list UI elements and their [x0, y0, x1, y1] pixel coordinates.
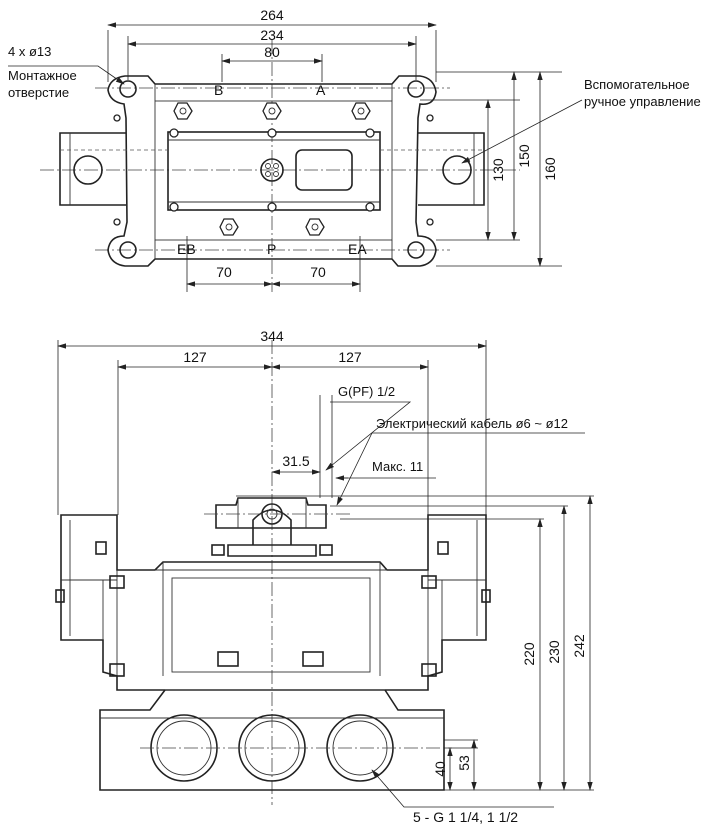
manual-override-button — [442, 155, 472, 185]
port-b-label: B — [214, 82, 223, 98]
dim-127-right: 127 — [338, 349, 362, 365]
dim-264: 264 — [260, 7, 284, 23]
front-view: 344 127 127 G(PF) 1/2 Электрический кабе… — [55, 328, 594, 825]
mount-hole-callout-line3: отверстие — [8, 85, 69, 100]
thread-label: G(PF) 1/2 — [338, 384, 395, 399]
port-a-label: A — [316, 82, 326, 98]
sub-base-outline — [99, 689, 445, 791]
mount-hole-callout-line2: Монтажное — [8, 68, 77, 83]
mount-hole-icon — [119, 80, 137, 98]
bolt-icon — [173, 102, 193, 120]
screw-icon — [365, 202, 375, 212]
connector-icon — [260, 158, 284, 182]
dim-234: 234 — [260, 27, 284, 43]
manual-override-callout-line1: Вспомогательное — [584, 77, 690, 92]
dim-344: 344 — [260, 328, 284, 344]
stud-icon — [217, 651, 239, 667]
dim-160: 160 — [542, 157, 558, 181]
mount-hole-icon — [119, 241, 137, 259]
left-solenoid-box — [59, 132, 126, 206]
dim-53: 53 — [456, 755, 472, 771]
bolt-icon — [305, 218, 325, 236]
port-p-label: P — [267, 241, 276, 257]
front-body-outline — [60, 514, 487, 691]
dim-230: 230 — [546, 640, 562, 664]
top-view: B A EB P EA 264 234 80 70 70 130 150 160… — [8, 7, 701, 292]
mount-hole-callout-line1: 4 x ø13 — [8, 44, 51, 59]
dim-242: 242 — [571, 634, 587, 658]
dim-220: 220 — [521, 642, 537, 666]
electrical-connector — [252, 509, 292, 545]
mount-hole-icon — [407, 241, 425, 259]
manual-override-callout-line2: ручное управление — [584, 94, 701, 109]
bolt-icon — [351, 102, 371, 120]
front-cover-plate — [171, 577, 371, 673]
screw-icon — [365, 128, 375, 138]
bolt-icon — [262, 102, 282, 120]
screw-icon — [169, 128, 179, 138]
port-eb-label: EB — [177, 241, 196, 257]
screw-icon — [267, 202, 277, 212]
ports-label: 5 - G 1 1/4, 1 1/2 — [413, 809, 518, 825]
port-ea-label: EA — [348, 241, 367, 257]
dim-80: 80 — [264, 44, 280, 60]
indicator-window — [295, 149, 353, 191]
mount-hole-icon — [407, 80, 425, 98]
dim-40: 40 — [432, 761, 448, 777]
dim-150: 150 — [516, 144, 532, 168]
dim-70-left: 70 — [216, 264, 232, 280]
bolt-icon — [219, 218, 239, 236]
dim-70-right: 70 — [310, 264, 326, 280]
top-body-outline — [107, 75, 437, 267]
max-label: Макс. 11 — [372, 459, 423, 474]
dim-31-5: 31.5 — [282, 453, 309, 469]
right-solenoid-box — [418, 132, 485, 206]
cable-label: Электрический кабель ø6 ~ ø12 — [376, 416, 568, 431]
dim-130: 130 — [490, 158, 506, 182]
dim-127-left: 127 — [183, 349, 207, 365]
top-inner-plate — [167, 131, 381, 211]
screw-icon — [267, 128, 277, 138]
screw-icon — [169, 202, 179, 212]
stud-icon — [302, 651, 324, 667]
